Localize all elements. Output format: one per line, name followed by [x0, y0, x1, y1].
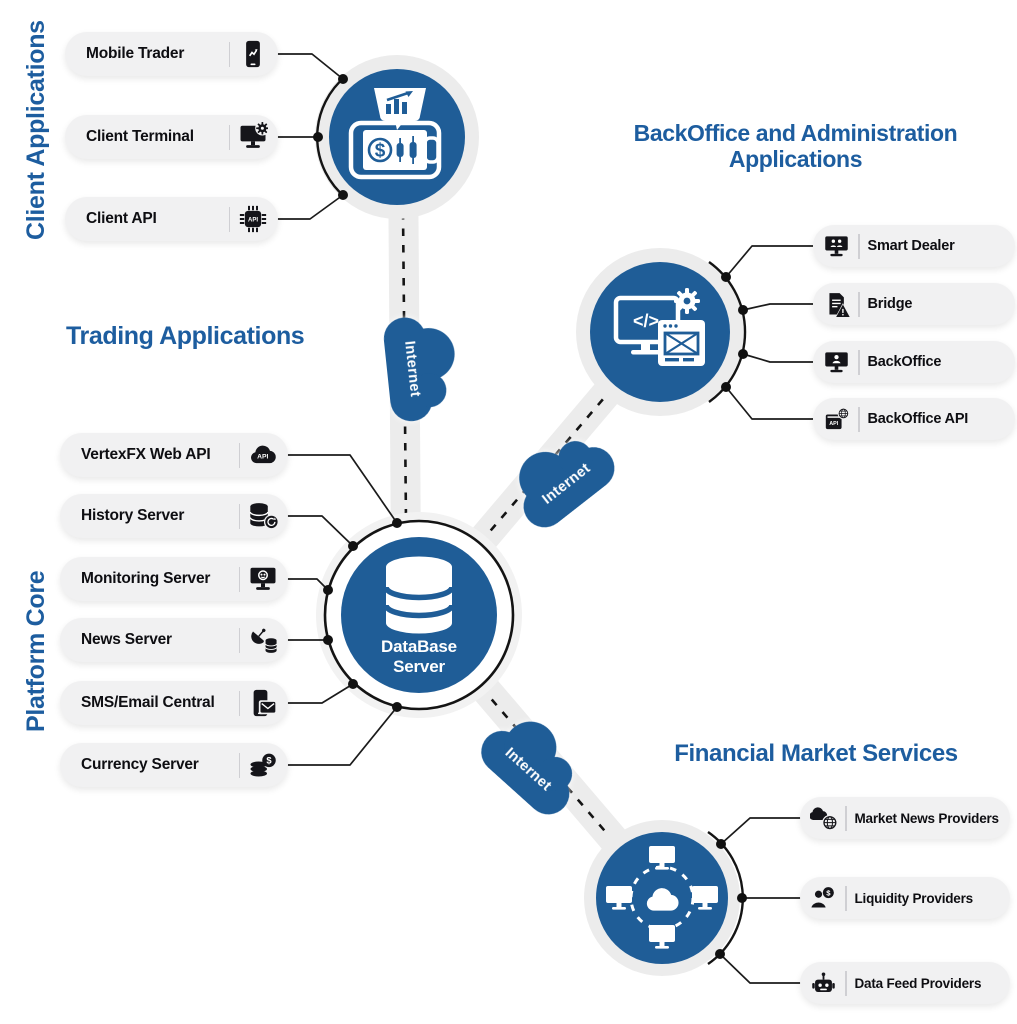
admin-console-icon: </> — [613, 288, 705, 366]
node-client-terminal: Client Terminal — [65, 115, 278, 159]
node-label: Market News Providers — [854, 810, 1000, 826]
phone-envelope-icon — [248, 688, 278, 718]
svg-text:API: API — [248, 217, 258, 223]
monitor-face-icon — [248, 564, 278, 594]
node-sms-email-central: SMS/Email Central — [60, 681, 288, 725]
node-label: Mobile Trader — [86, 45, 185, 62]
svg-text:</>: </> — [633, 311, 659, 331]
divider — [858, 349, 860, 375]
node-label: Currency Server — [81, 756, 199, 773]
node-label: History Server — [81, 507, 185, 524]
trading-applications-heading: Trading Applications — [66, 322, 305, 350]
divider — [238, 752, 240, 778]
cloud-api-icon: API — [248, 440, 278, 470]
node-market-news-providers: Market News Providers — [800, 797, 1010, 839]
divider — [238, 503, 240, 529]
node-currency-server: Currency Server $ — [60, 743, 288, 787]
node-data-feed-providers: Data Feed Providers — [800, 962, 1010, 1004]
database-cylinder-icon — [383, 556, 455, 634]
divider — [858, 291, 860, 317]
internet-cloud-top: Internet — [379, 312, 463, 424]
svg-text:API: API — [257, 454, 268, 461]
node-backoffice: BackOffice — [813, 341, 1015, 383]
divider — [845, 885, 847, 911]
divider — [858, 406, 860, 432]
node-monitoring-server: Monitoring Server — [60, 557, 288, 601]
divider — [228, 124, 230, 150]
node-label: Data Feed Providers — [854, 975, 982, 991]
node-news-server: News Server — [60, 618, 288, 662]
divider — [228, 41, 230, 67]
svg-text:API: API — [829, 421, 838, 427]
divider — [238, 566, 240, 592]
divider — [238, 442, 240, 468]
connection-dots — [313, 74, 748, 959]
svg-text:$: $ — [826, 888, 831, 897]
monitor-person-icon — [823, 349, 850, 376]
api-globe-icon: API — [823, 406, 850, 433]
node-label: Client API — [86, 210, 157, 227]
node-backoffice-api: API BackOffice API — [813, 398, 1015, 440]
node-label: Smart Dealer — [867, 238, 955, 254]
mobile-trading-icon: $ — [348, 88, 442, 180]
api-chip-icon: API — [238, 204, 268, 234]
node-label: VertexFX Web API — [81, 446, 211, 463]
divider — [845, 805, 847, 831]
node-label: BackOffice — [867, 354, 942, 370]
divider — [238, 690, 240, 716]
cloud-globe-icon — [810, 805, 837, 832]
robot-icon — [810, 970, 837, 997]
node-bridge: Bridge — [813, 283, 1015, 325]
divider — [228, 206, 230, 232]
node-liquidity-providers: $ Liquidity Providers — [800, 877, 1010, 919]
node-label: BackOffice API — [867, 411, 969, 427]
mobile-trader-chart-icon — [238, 39, 268, 69]
node-label: Bridge — [867, 296, 913, 312]
coins-dollar-icon: $ — [248, 750, 278, 780]
database-refresh-icon — [248, 501, 278, 531]
node-client-api: Client API API — [65, 197, 278, 241]
node-mobile-trader: Mobile Trader — [65, 32, 278, 76]
node-label: SMS/Email Central — [81, 694, 215, 711]
node-label: Client Terminal — [86, 128, 194, 145]
node-smart-dealer: Smart Dealer — [813, 225, 1015, 267]
divider — [845, 970, 847, 996]
node-vertexfx-web-api: VertexFX Web API API — [60, 433, 288, 477]
dealer-monitor-icon — [823, 233, 850, 260]
person-dollar-icon: $ — [810, 885, 837, 912]
document-warning-icon — [823, 291, 850, 318]
node-label: Monitoring Server — [81, 570, 211, 587]
chart-bubble-icon — [374, 88, 426, 130]
node-label: Liquidity Providers — [854, 890, 974, 906]
backoffice-heading: BackOffice and Administration Applicatio… — [633, 120, 958, 172]
satellite-database-icon — [248, 625, 278, 655]
database-server-label: DataBase Server — [381, 637, 457, 676]
divider — [238, 627, 240, 653]
svg-text:$: $ — [266, 755, 272, 765]
divider — [858, 233, 860, 259]
financial-heading: Financial Market Services — [674, 740, 958, 767]
node-history-server: History Server — [60, 494, 288, 538]
terminal-gear-icon — [238, 122, 268, 152]
network-cloud-icon — [606, 846, 718, 949]
browser-window-icon — [658, 320, 705, 366]
platform-core-group-label: Platform Core — [22, 570, 50, 732]
client-applications-group-label: Client Applications — [22, 20, 50, 240]
node-label: News Server — [81, 631, 172, 648]
svg-text:$: $ — [375, 141, 386, 162]
gear-icon — [674, 288, 700, 314]
